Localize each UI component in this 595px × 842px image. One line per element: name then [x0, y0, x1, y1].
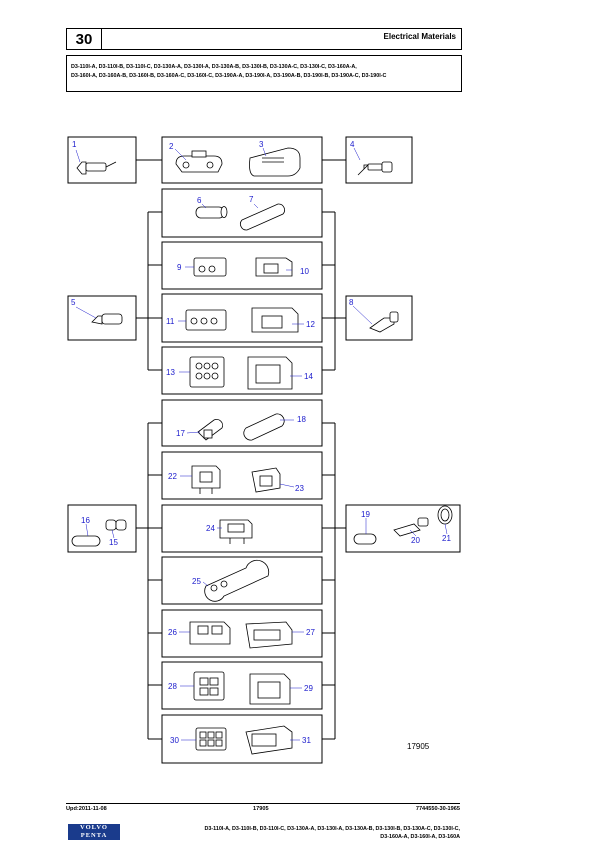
- sleeve-part-18: [243, 413, 285, 441]
- footer-rule: [66, 803, 460, 804]
- terminal-pin-part-1: [76, 161, 117, 175]
- sleeve-part-21: [437, 505, 453, 525]
- callout-4: 4: [350, 140, 355, 149]
- callout-12: 12: [306, 320, 315, 329]
- part-box-9-10: [161, 241, 323, 290]
- callout-10: 10: [300, 267, 309, 276]
- connector-part-14: [247, 356, 293, 390]
- part-box-4: [345, 136, 413, 184]
- callout-14: 14: [304, 372, 313, 381]
- callout-16: 16: [81, 516, 90, 525]
- callout-17: 17: [176, 429, 185, 438]
- footer-document-ref: 7744550-30-1965: [415, 806, 460, 812]
- callout-6: 6: [197, 196, 202, 205]
- callout-21: 21: [442, 534, 451, 543]
- callout-27: 27: [306, 628, 315, 637]
- terminal-part-20: [393, 517, 429, 537]
- callout-18: 18: [297, 415, 306, 424]
- part-box-8: [345, 295, 413, 341]
- connector-part-12: [251, 307, 299, 333]
- callout-2: 2: [169, 142, 174, 151]
- connector-housing-part-3: [249, 147, 301, 177]
- part-box-30-31: [161, 714, 323, 764]
- callout-29: 29: [304, 684, 313, 693]
- callout-22: 22: [168, 472, 177, 481]
- callout-19: 19: [361, 510, 370, 519]
- callout-3: 3: [259, 140, 264, 149]
- seal-part-6: [195, 206, 228, 219]
- callout-26: 26: [168, 628, 177, 637]
- seal-part-19: [353, 533, 377, 545]
- figure-id: 17905: [407, 742, 430, 751]
- callout-11: 11: [166, 317, 175, 326]
- connector-part-10: [255, 257, 293, 277]
- callout-23: 23: [295, 484, 304, 493]
- callout-13: 13: [166, 368, 175, 377]
- seal-part-25: [204, 559, 270, 602]
- connector-part-11: [185, 309, 227, 331]
- callout-30: 30: [170, 736, 179, 745]
- part-box-1: [67, 136, 137, 184]
- terminal-part-8: [369, 311, 399, 333]
- models-box: D3-110I-A, D3-110I-B, D3-110I-C, D3-130A…: [66, 55, 462, 92]
- callout-25: 25: [192, 577, 201, 586]
- callout-8: 8: [349, 298, 354, 307]
- logo-line-1: VOLVO: [80, 824, 108, 831]
- seal-part-7: [240, 203, 285, 231]
- callout-20: 20: [411, 536, 420, 545]
- connector-part-29: [249, 673, 291, 705]
- footer-models-line-1: D3-110I-A, D3-110I-B, D3-110I-C, D3-130A…: [204, 826, 460, 832]
- section-title: Electrical Materials: [383, 32, 456, 41]
- seal-part-16: [71, 535, 101, 547]
- callout-28: 28: [168, 682, 177, 691]
- connector-part-27: [245, 621, 293, 649]
- callout-7: 7: [249, 195, 254, 204]
- page-number: 30: [67, 29, 102, 49]
- connector-part-24: [219, 519, 253, 544]
- connector-part-9: [193, 257, 227, 277]
- part-box-13-14: [161, 346, 323, 395]
- connector-part-23: [251, 467, 281, 493]
- callout-5: 5: [71, 298, 76, 307]
- callout-31: 31: [302, 736, 311, 745]
- part-box-28-29: [161, 661, 323, 710]
- models-line-2: D3-160I-A, D3-160A-B, D3-160I-B, D3-160A…: [71, 73, 387, 79]
- connector-housing-part-2: [175, 150, 223, 173]
- connector-part-17: [197, 419, 223, 441]
- callout-1: 1: [72, 140, 77, 149]
- terminal-part-5: [91, 313, 123, 325]
- connector-part-31: [245, 725, 293, 755]
- connector-part-13: [189, 356, 225, 388]
- callout-9: 9: [177, 263, 182, 272]
- header-box: 30 Electrical Materials: [66, 28, 462, 50]
- part-box-26-27: [161, 609, 323, 658]
- part-box-6-7: [161, 188, 323, 238]
- footer-models-line-2: D3-160A-A, D3-160I-A, D3-160A: [380, 834, 460, 840]
- connector-part-30: [195, 727, 227, 751]
- connector-part-22: [191, 465, 221, 494]
- volvo-penta-logo: VOLVO PENTA: [68, 824, 120, 840]
- connector-part-28: [193, 671, 225, 701]
- footer-figure-ref: 17905: [253, 806, 269, 812]
- terminal-part-15: [105, 519, 127, 531]
- footer-updated: Upd:2011-11-08: [66, 806, 107, 812]
- callout-15: 15: [109, 538, 118, 547]
- logo-line-2: PENTA: [80, 831, 108, 839]
- connector-part-26: [189, 621, 231, 645]
- models-line-1: D3-110I-A, D3-110I-B, D3-110I-C, D3-130A…: [71, 64, 357, 70]
- terminal-socket-part-4: [357, 161, 393, 176]
- callout-24: 24: [206, 524, 215, 533]
